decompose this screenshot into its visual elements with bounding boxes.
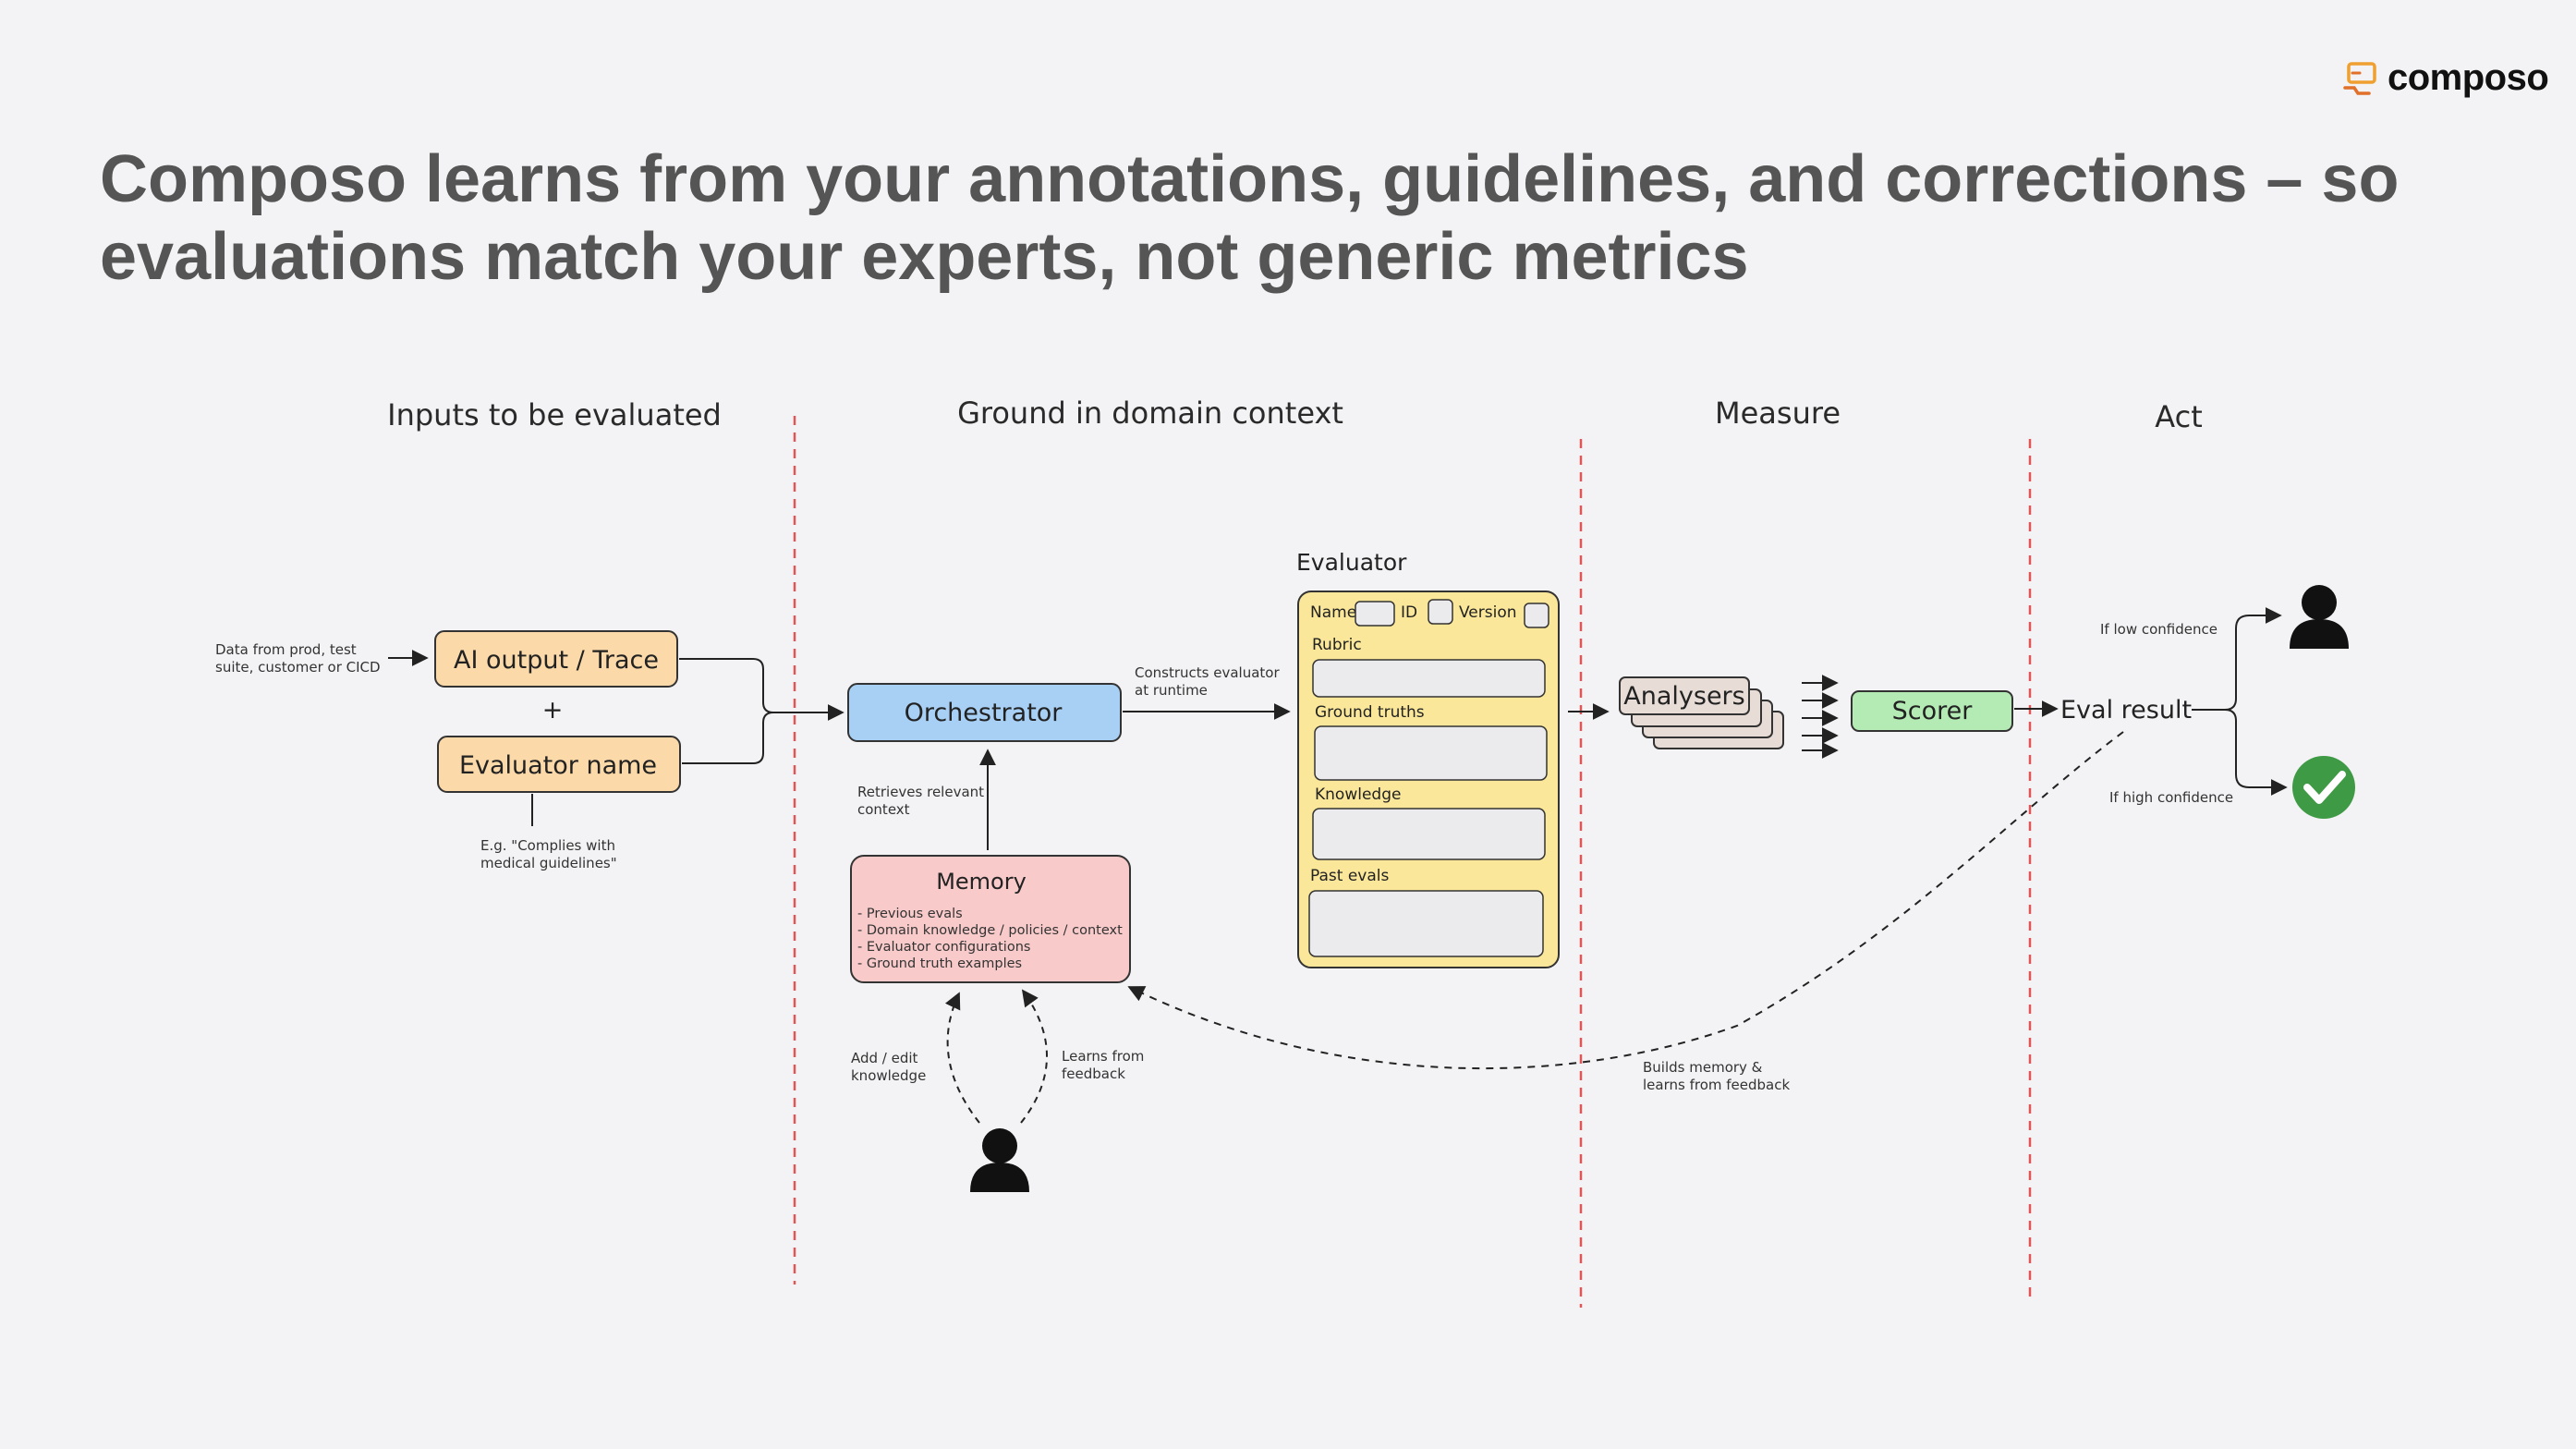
evaluator-id-input[interactable] (1428, 599, 1453, 625)
memory-item: - Previous evals (857, 907, 963, 921)
section-ground-heading: Ground in domain context (957, 396, 1343, 431)
section-act-heading: Act (2155, 399, 2202, 434)
orchestrator-box (847, 683, 1122, 742)
analysers-label: Analysers (1623, 682, 1744, 711)
evaluator-version-field-label: Version (1459, 603, 1517, 622)
scorer-box (1851, 690, 2013, 732)
section-measure-heading: Measure (1715, 396, 1841, 431)
learns-line-2: feedback (1062, 1065, 1125, 1082)
past-evals-label: Past evals (1310, 867, 1389, 885)
knowledge-field[interactable] (1312, 808, 1546, 860)
composo-logo-icon (2343, 61, 2376, 95)
past-evals-field[interactable] (1308, 890, 1544, 957)
high-confidence-label: If high confidence (2109, 789, 2233, 806)
add-edit-line-1: Add / edit (851, 1050, 918, 1066)
section-inputs-heading: Inputs to be evaluated (387, 397, 722, 432)
evaluator-name-label: Evaluator name (459, 751, 657, 780)
feedback-loop-arrow (1127, 731, 2124, 1070)
evaluator-name-input[interactable] (1355, 601, 1395, 627)
learns-feedback-arrow (1020, 989, 1048, 1124)
brand-name: composo (2388, 57, 2549, 98)
human-review-user-icon (2290, 585, 2349, 649)
constructs-line-2: at runtime (1135, 682, 1208, 699)
ground-truths-label: Ground truths (1315, 703, 1425, 722)
evaluator-name-field-label: Name (1310, 603, 1356, 622)
plus-sign: + (542, 696, 564, 724)
page-title-line-2: evaluations match your experts, not gene… (100, 220, 1749, 294)
builds-memory-line-1: Builds memory & (1643, 1059, 1763, 1076)
orchestrator-label: Orchestrator (905, 699, 1063, 727)
evaluator-name-to-orchestrator (682, 712, 774, 764)
evaluator-title: Evaluator (1296, 549, 1407, 576)
add-knowledge-arrow (944, 992, 980, 1124)
checkmark-icon (2292, 756, 2355, 819)
brand-logo: composo (2341, 57, 2549, 99)
retrieves-line-2: context (857, 801, 910, 818)
memory-item: - Ground truth examples (857, 956, 1022, 971)
memory-item: - Evaluator configurations (857, 940, 1030, 955)
ground-truths-field[interactable] (1314, 725, 1548, 781)
scorer-label: Scorer (1892, 697, 1974, 725)
source-note-line-2: suite, customer or CICD (215, 659, 381, 676)
retrieves-line-1: Retrieves relevant (857, 784, 984, 800)
low-confidence-label: If low confidence (2100, 621, 2218, 638)
page-title: Composo learns from your annotations, gu… (100, 140, 2465, 296)
example-line-2: medical guidelines" (480, 855, 617, 871)
low-confidence-branch (2192, 607, 2282, 711)
memory-item: - Domain knowledge / policies / context (857, 923, 1123, 938)
rubric-field[interactable] (1312, 659, 1546, 698)
evaluator-version-input[interactable] (1524, 603, 1549, 628)
high-confidence-branch (2224, 709, 2288, 796)
add-edit-line-2: knowledge (851, 1067, 926, 1084)
knowledge-label: Knowledge (1315, 785, 1401, 804)
evaluator-id-field-label: ID (1401, 603, 1417, 622)
constructs-line-1: Constructs evaluator (1135, 664, 1280, 681)
eval-result-label: Eval result (2060, 696, 2192, 724)
evaluator-name-box (437, 736, 681, 793)
learns-line-1: Learns from (1062, 1048, 1144, 1065)
rubric-label: Rubric (1312, 636, 1362, 654)
expert-user-icon (970, 1128, 1029, 1192)
builds-memory-line-2: learns from feedback (1643, 1077, 1790, 1093)
analysers-stack (1619, 676, 1784, 749)
memory-box (850, 855, 1131, 983)
memory-title: Memory (936, 869, 1027, 895)
page-title-line-1: Composo learns from your annotations, gu… (100, 142, 2400, 216)
ai-output-label: AI output / Trace (454, 646, 659, 675)
example-line-1: E.g. "Complies with (480, 837, 615, 854)
ai-output-box (434, 630, 678, 688)
ai-output-to-orchestrator (679, 658, 844, 721)
source-note-line-1: Data from prod, test (215, 641, 357, 658)
